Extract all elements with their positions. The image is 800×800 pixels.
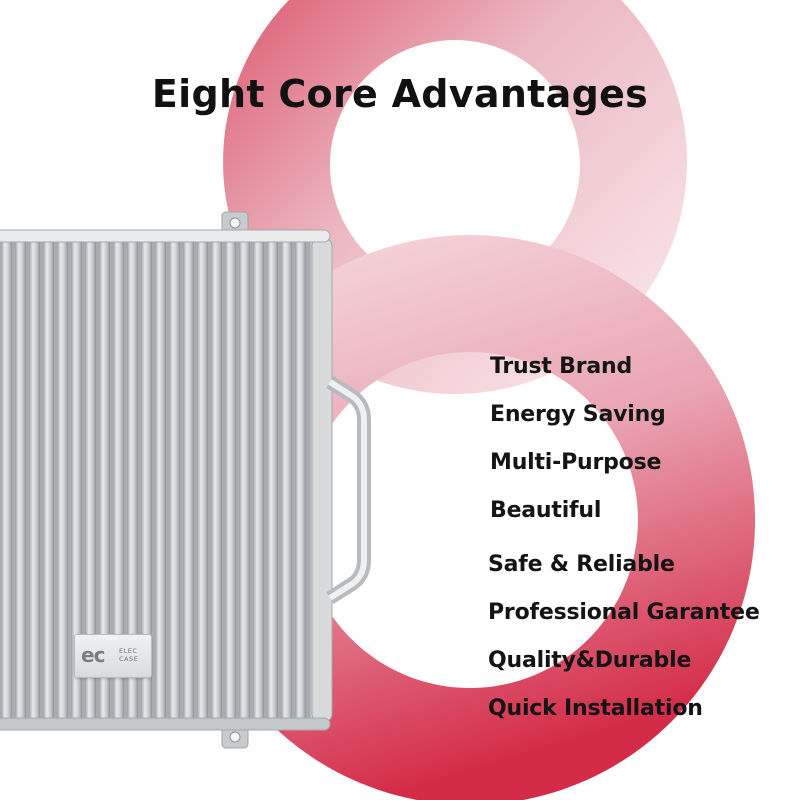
advantage-item-safe-reliable: Safe & Reliable: [488, 552, 675, 577]
advantage-item-multi-purpose: Multi-Purpose: [490, 450, 662, 475]
brand-logo-icon: ec: [81, 643, 105, 667]
advantage-item-quality-durable: Quality&Durable: [488, 648, 692, 673]
brand-badge-text: ELEC CASE: [119, 647, 149, 663]
brand-badge: ec ELEC CASE: [74, 634, 152, 678]
advantage-item-quick-installation: Quick Installation: [488, 696, 703, 721]
advantage-item-trust-brand: Trust Brand: [490, 354, 633, 379]
advantage-item-beautiful: Beautiful: [490, 498, 602, 523]
enclosure-product-image: [0, 211, 371, 749]
brand-badge-line2: CASE: [119, 655, 139, 663]
advantage-item-professional-garantee: Professional Garantee: [488, 600, 760, 625]
advantage-item-energy-saving: Energy Saving: [490, 402, 666, 427]
page-title: Eight Core Advantages: [151, 72, 649, 116]
brand-badge-line1: ELEC: [119, 647, 138, 655]
